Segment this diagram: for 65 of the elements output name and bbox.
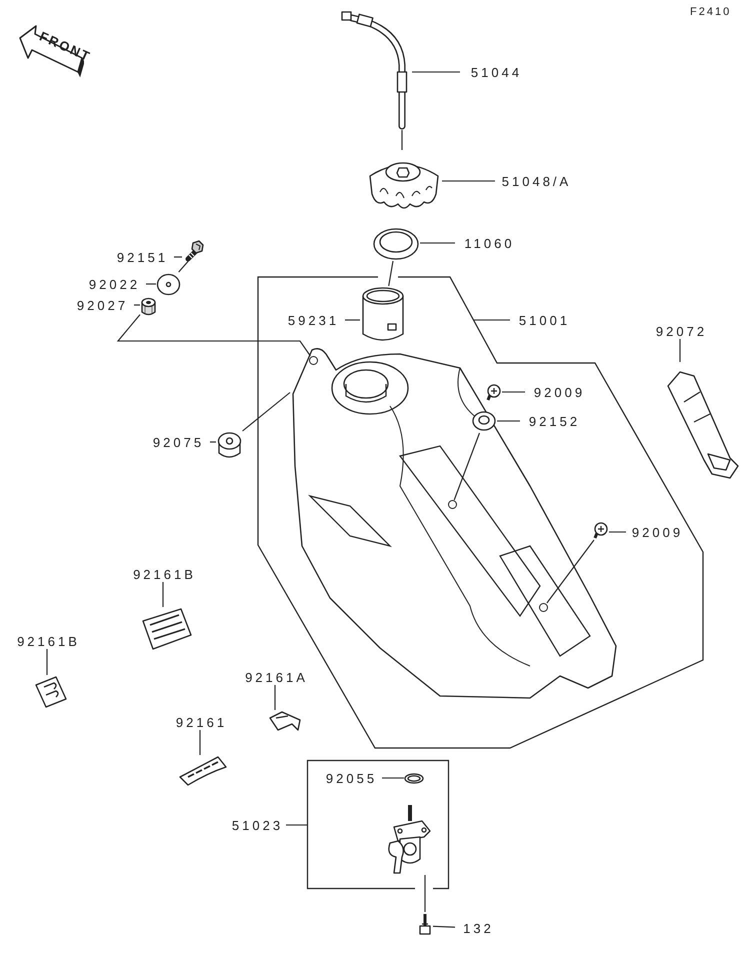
leader-line	[497, 420, 520, 422]
grommet-drawing	[216, 431, 243, 460]
part-number: 92009	[626, 524, 686, 540]
mounting-hole	[448, 500, 457, 509]
part-number: 51044	[460, 64, 530, 80]
leader-line	[424, 875, 426, 912]
leader-line	[401, 130, 403, 150]
leader-line	[242, 392, 290, 432]
leader-line	[474, 319, 510, 321]
part-number: 92072	[647, 323, 713, 339]
leader-line	[454, 432, 480, 500]
leader-line	[546, 540, 594, 604]
clip-drawing	[268, 710, 302, 732]
pad-drawing	[141, 607, 193, 651]
leader-line	[432, 926, 456, 928]
part-number: 92152	[520, 413, 586, 429]
leader-line	[210, 441, 216, 443]
leader-line	[420, 242, 455, 244]
part-number: 92075	[144, 434, 210, 450]
leader-line	[199, 730, 201, 755]
part-number: 51023	[226, 817, 286, 833]
part-number: 132	[455, 920, 499, 936]
pad-drawing	[178, 755, 228, 787]
mounting-hole	[309, 356, 318, 365]
screw-drawing	[485, 384, 502, 402]
part-number: 92055	[318, 770, 382, 786]
leader-line	[178, 260, 189, 272]
leader-line	[412, 71, 460, 73]
mounting-hole	[539, 603, 548, 612]
part-number: 59231	[279, 312, 345, 328]
leader-line	[274, 685, 276, 710]
leader-line	[388, 260, 394, 286]
part-number: 92161B	[127, 566, 199, 582]
screw-drawing	[592, 522, 609, 540]
part-number: 92161A	[239, 669, 311, 685]
leader-line	[46, 649, 48, 675]
figure-code: F2410	[690, 6, 732, 18]
part-number: 92151	[108, 249, 174, 265]
leader-line	[609, 531, 626, 533]
leader-line	[442, 180, 495, 182]
part-number: 11060	[455, 235, 521, 251]
pad-drawing	[34, 675, 68, 709]
leader-line	[162, 582, 164, 607]
leader-line	[679, 339, 681, 362]
washer-drawing	[471, 409, 497, 433]
leader-line	[382, 777, 404, 779]
leader-line	[174, 256, 182, 258]
part-number: 51001	[510, 312, 576, 328]
leader-line	[286, 824, 307, 826]
leader-line	[146, 283, 156, 285]
part-number: 92161	[167, 714, 233, 730]
part-number: 92161B	[11, 633, 83, 649]
o-ring-drawing	[404, 773, 424, 784]
part-number: 51048/A	[495, 173, 575, 189]
washer-drawing	[156, 272, 181, 297]
collar-drawing	[140, 297, 157, 316]
screw-drawing	[417, 912, 433, 936]
leader-line	[116, 314, 311, 356]
leader-line	[134, 304, 140, 306]
leader-line	[502, 391, 525, 393]
part-number: 92027	[68, 297, 134, 313]
group-box	[307, 760, 449, 889]
leader-line	[345, 319, 360, 321]
part-number: 92022	[80, 276, 146, 292]
part-number: 92009	[525, 384, 591, 400]
